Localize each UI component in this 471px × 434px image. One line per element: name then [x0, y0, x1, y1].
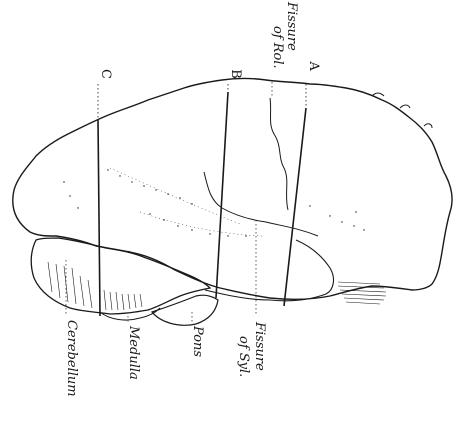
label-medulla: Medulla — [126, 325, 141, 380]
cerebrum-outline — [13, 79, 452, 300]
label-pons: Pons — [190, 325, 205, 357]
fissure-of-rolando — [270, 98, 288, 210]
section-letter-a: A — [306, 60, 321, 71]
pons-outline — [152, 295, 218, 325]
frontal-base-hatching — [338, 282, 386, 304]
label-fissure-syl-line1: Fissure — [252, 321, 267, 371]
label-fissure-syl-line2: of Syl. — [236, 336, 251, 377]
cerebellum-hatching — [48, 262, 142, 310]
section-letter-b: B — [228, 69, 243, 79]
sulcus-trace-2 — [140, 212, 262, 236]
leader-lines — [66, 82, 272, 322]
section-letter-c: C — [98, 69, 113, 79]
cerebrum-outline-detail — [372, 93, 432, 128]
temporal-lobe-outline — [205, 240, 333, 301]
label-fissure-rol-line2: of Rol. — [270, 26, 285, 69]
section-line-b — [216, 84, 228, 298]
label-cerebellum: Cerebellum — [64, 320, 79, 397]
label-fissure-rol-line1: Fissure — [284, 1, 299, 51]
sulci-dots — [63, 169, 364, 236]
section-line-a — [284, 84, 306, 306]
cerebellum-outline — [31, 238, 210, 314]
